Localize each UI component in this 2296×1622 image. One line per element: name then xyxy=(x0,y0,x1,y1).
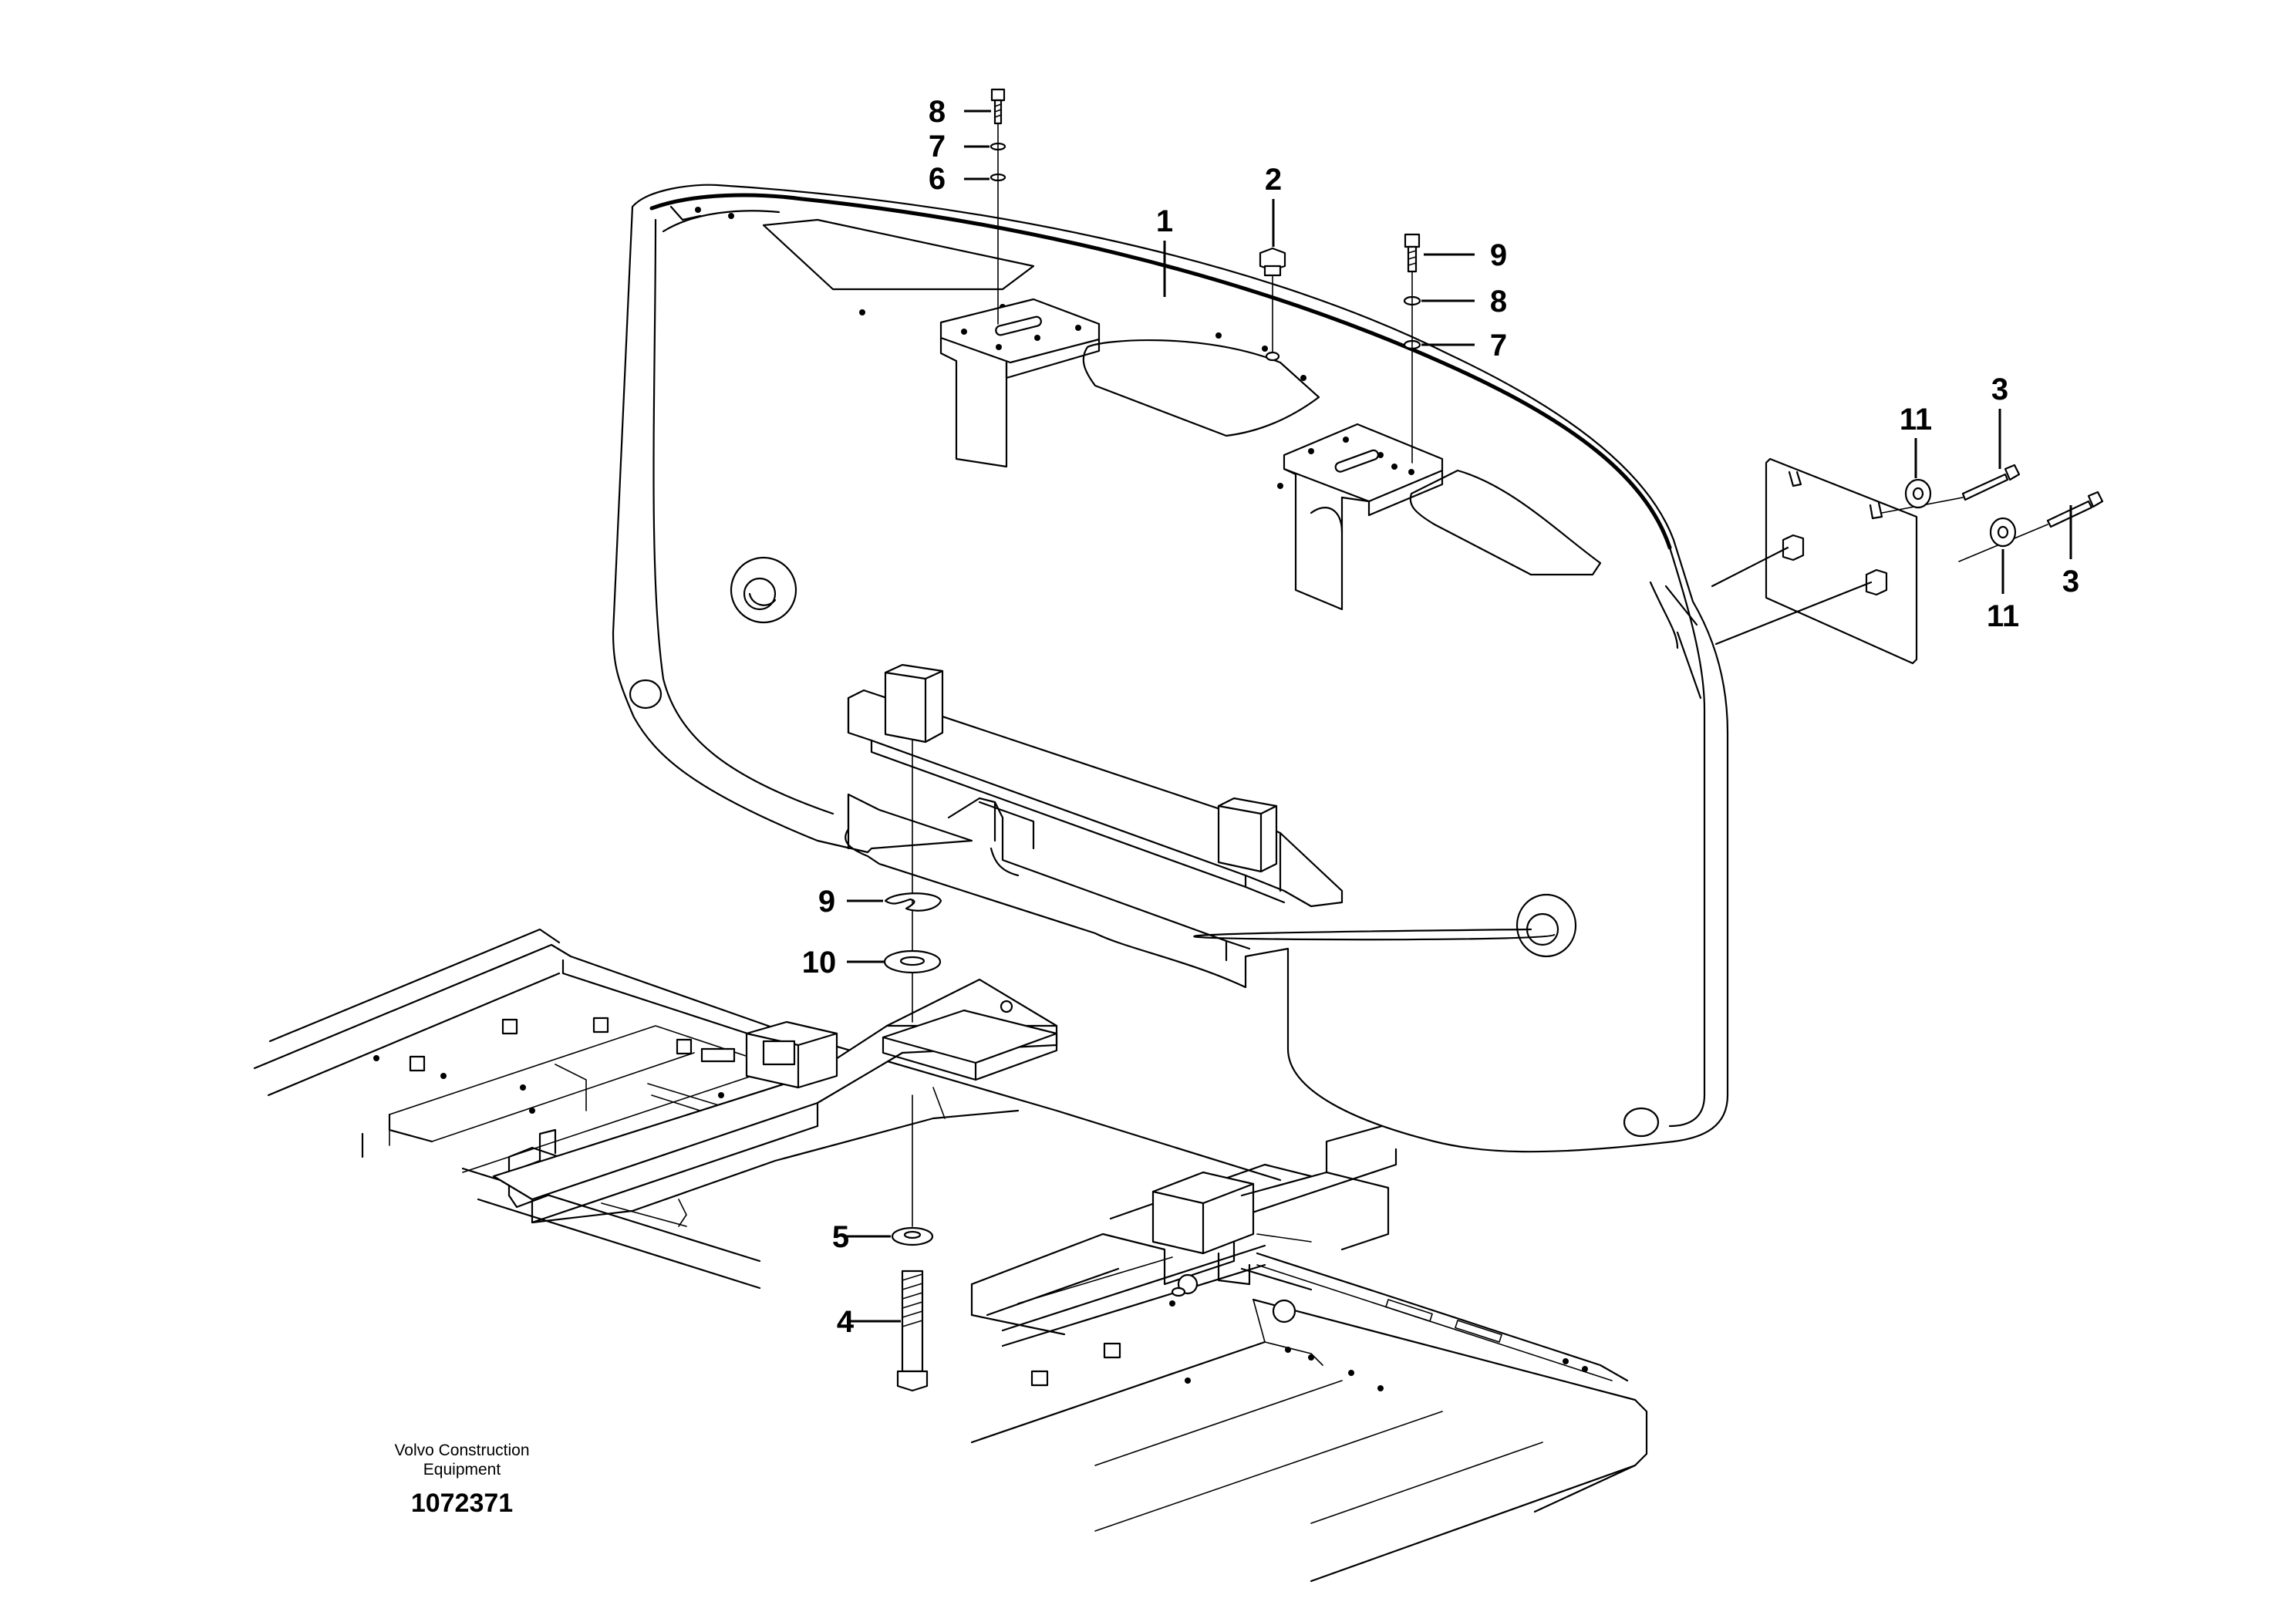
company-name-line1: Volvo Construction xyxy=(394,1442,529,1459)
bolt-3-upper xyxy=(1881,464,2021,514)
callout-7-left: 7 xyxy=(929,130,946,164)
washer-11-upper xyxy=(1904,478,1932,509)
footer: Volvo Construction Equipment 1072371 xyxy=(394,1442,529,1518)
callout-6-left: 6 xyxy=(929,162,946,196)
deck-block xyxy=(592,1017,609,1034)
washer-10 xyxy=(883,949,942,974)
shim-9 xyxy=(884,892,942,912)
bolt-4 xyxy=(896,1270,929,1392)
callout-8-left: 8 xyxy=(929,95,946,129)
machine-frame xyxy=(253,928,1648,1583)
deck-block xyxy=(676,1038,693,1055)
plug-2 xyxy=(1259,247,1286,362)
callout-4: 4 xyxy=(837,1305,855,1339)
callout-3-upper: 3 xyxy=(1991,373,2008,406)
leader-lines xyxy=(847,110,2072,1323)
counterweight xyxy=(612,184,1729,1153)
drawing-number: 1072371 xyxy=(411,1489,513,1518)
deck-block xyxy=(409,1055,426,1072)
washer-11-lower xyxy=(1989,517,2017,548)
callout-1: 1 xyxy=(1156,204,1173,238)
callout-7-right: 8 xyxy=(1490,285,1507,319)
callout-8-right: 9 xyxy=(1490,238,1507,272)
callout-11-upper: 11 xyxy=(1900,403,1932,437)
deck-slot xyxy=(700,1047,736,1063)
company-name-line2: Equipment xyxy=(423,1461,501,1479)
washer-5 xyxy=(891,1226,934,1246)
callout-6-right: 7 xyxy=(1490,329,1507,363)
callout-9-visible: 9 xyxy=(818,885,835,919)
callout-labels: 8 7 6 2 1 9 8 7 11 3 11 3 9 10 5 4 xyxy=(802,95,2079,1339)
bolt-3-lower xyxy=(1958,491,2104,562)
bolt-8-right xyxy=(1404,233,1421,273)
deck-block xyxy=(501,1018,518,1035)
support-beam xyxy=(847,663,1344,908)
callout-5: 5 xyxy=(832,1220,849,1254)
bolt-8-left xyxy=(990,88,1006,125)
callout-3-lower: 3 xyxy=(2062,565,2079,599)
callout-2: 2 xyxy=(1265,163,1282,197)
callout-11-lower: 11 xyxy=(1987,599,2019,633)
cover-plate xyxy=(1711,457,1918,665)
callout-10: 10 xyxy=(802,946,837,980)
